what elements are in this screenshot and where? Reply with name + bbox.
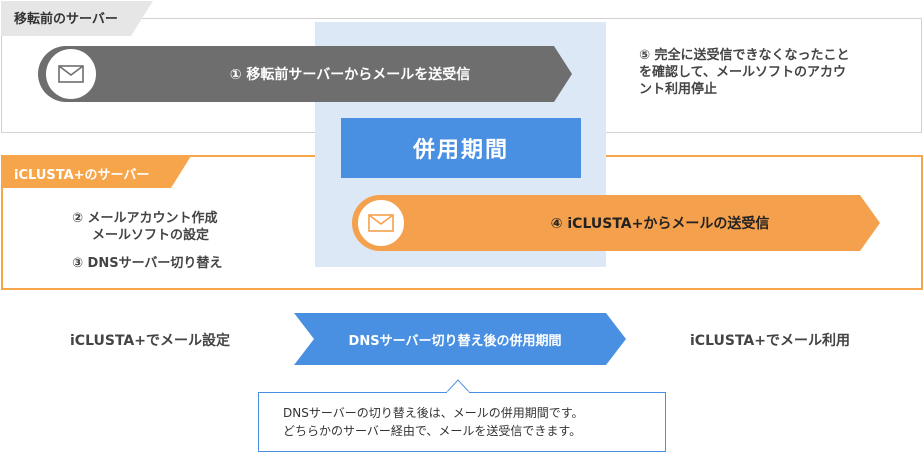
step2-text: ② メールアカウント作成 メールソフトの設定 — [72, 210, 292, 244]
timeline-right-label: iCLUSTA+でメール利用 — [690, 333, 850, 349]
callout-box: DNSサーバーの切り替え後は、メールの併用期間です。 どちらかのサーバー経由で、… — [258, 392, 666, 452]
timeline-arrow — [294, 313, 626, 365]
callout-line: DNSサーバーの切り替え後は、メールの併用期間です。 — [283, 406, 584, 420]
old-server-send-label: ① 移転前サーバーからメールを送受信 — [229, 67, 471, 83]
new-server-send-label: ④ iCLUSTA+からメールの送受信 — [550, 216, 770, 232]
step5-line: ⑤ 完全に送受信できなくなったこと — [639, 48, 850, 63]
new-server-tab-label: iCLUSTA+のサーバー — [14, 168, 150, 183]
step2-line: ② メールアカウント作成 — [72, 211, 218, 226]
overlap-period-label: 併用期間 — [341, 118, 581, 178]
new-server-tab — [1, 156, 191, 188]
timeline-middle-label: DNSサーバー切り替え後の併用期間 — [348, 333, 562, 349]
mail-icon — [46, 49, 96, 99]
step2-line: メールソフトの設定 — [92, 228, 210, 243]
mail-icon — [356, 198, 406, 248]
callout-line: どちらかのサーバー経由で、メールを送受信できます。 — [283, 424, 582, 438]
step5-line: を確認して、メールソフトのアカウ — [639, 65, 846, 80]
old-server-tab — [1, 1, 153, 36]
timeline-left-label: iCLUSTA+でメール設定 — [70, 333, 230, 349]
step5-line: ント利用停止 — [639, 82, 718, 97]
step3-text: ③ DNSサーバー切り替え — [72, 256, 223, 271]
callout-pointer — [446, 379, 470, 393]
step5-text: ⑤ 完全に送受信できなくなったこと を確認して、メールソフトのアカウ ント利用停… — [639, 47, 909, 98]
old-server-tab-label: 移転前のサーバー — [14, 12, 118, 27]
